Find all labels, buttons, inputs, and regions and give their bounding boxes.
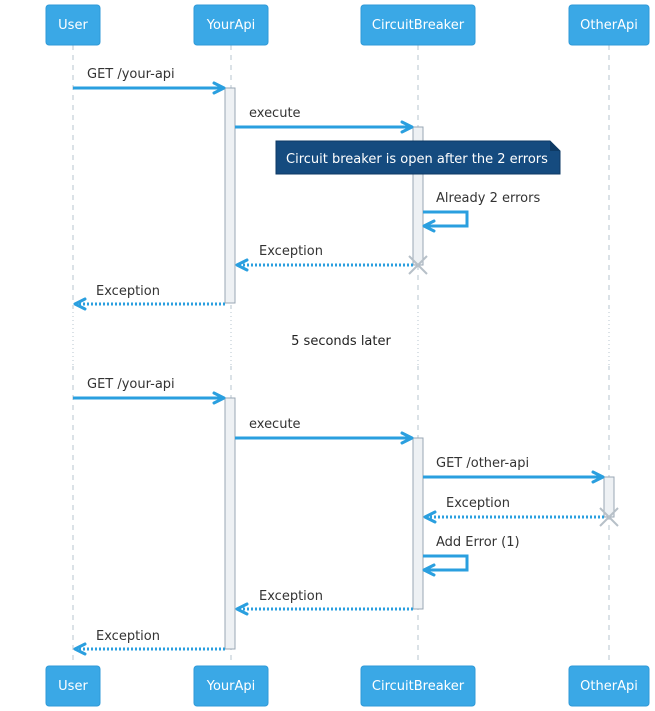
svg-text:Exception: Exception — [446, 496, 510, 511]
svg-text:OtherApi: OtherApi — [580, 18, 638, 33]
participant-yourapi-top: YourApi — [193, 4, 269, 46]
message-get-other-api: GET /other-api — [423, 456, 605, 484]
message-exception-3: Exception — [423, 496, 604, 524]
svg-text:Exception: Exception — [96, 284, 160, 299]
svg-text:execute: execute — [249, 417, 301, 432]
participant-circuitbreaker-top: CircuitBreaker — [360, 4, 476, 46]
svg-text:Exception: Exception — [96, 629, 160, 644]
svg-text:Exception: Exception — [259, 589, 323, 604]
activation-yourapi-1 — [224, 87, 236, 304]
svg-text:Add Error (1): Add Error (1) — [436, 535, 520, 550]
svg-text:CircuitBreaker: CircuitBreaker — [372, 679, 465, 694]
note-circuit-open: Circuit breaker is open after the 2 erro… — [275, 140, 561, 175]
participant-otherapi-bottom: OtherApi — [568, 665, 650, 707]
message-get-your-api-1: GET /your-api — [73, 67, 226, 95]
svg-text:execute: execute — [249, 106, 301, 121]
activation-yourapi-2 — [224, 397, 236, 650]
svg-text:GET /your-api: GET /your-api — [87, 377, 175, 392]
svg-text:YourApi: YourApi — [206, 18, 256, 33]
participant-yourapi-bottom: YourApi — [193, 665, 269, 707]
svg-text:GET /other-api: GET /other-api — [436, 456, 529, 471]
destroy-marker-otherapi — [599, 507, 619, 527]
message-exception-5: Exception — [73, 629, 225, 656]
message-execute-2: execute — [235, 417, 414, 445]
participant-user-top: User — [45, 4, 101, 46]
svg-text:User: User — [58, 679, 88, 694]
svg-text:User: User — [58, 18, 88, 33]
svg-text:GET /your-api: GET /your-api — [87, 67, 175, 82]
message-add-error: Add Error (1) — [422, 535, 520, 577]
activation-otherapi — [603, 476, 615, 518]
message-exception-1: Exception — [235, 244, 413, 272]
participant-user-bottom: User — [45, 665, 101, 707]
message-exception-2: Exception — [73, 284, 225, 311]
svg-text:Exception: Exception — [259, 244, 323, 259]
svg-text:OtherApi: OtherApi — [580, 679, 638, 694]
message-already-2-errors: Already 2 errors — [422, 191, 540, 233]
destroy-marker-circuitbreaker — [408, 255, 428, 275]
delay-divider: 5 seconds later — [0, 308, 655, 366]
message-get-your-api-2: GET /your-api — [73, 377, 226, 405]
activation-circuitbreaker-2 — [412, 437, 424, 610]
svg-text:Already 2 errors: Already 2 errors — [436, 191, 540, 206]
message-execute-1: execute — [235, 106, 414, 134]
svg-text:CircuitBreaker: CircuitBreaker — [372, 18, 465, 33]
participant-otherapi-top: OtherApi — [568, 4, 650, 46]
svg-text:YourApi: YourApi — [206, 679, 256, 694]
message-exception-4: Exception — [235, 589, 413, 616]
delay-label: 5 seconds later — [291, 334, 391, 349]
svg-text:Circuit breaker is open after: Circuit breaker is open after the 2 erro… — [286, 152, 548, 167]
participant-circuitbreaker-bottom: CircuitBreaker — [360, 665, 476, 707]
